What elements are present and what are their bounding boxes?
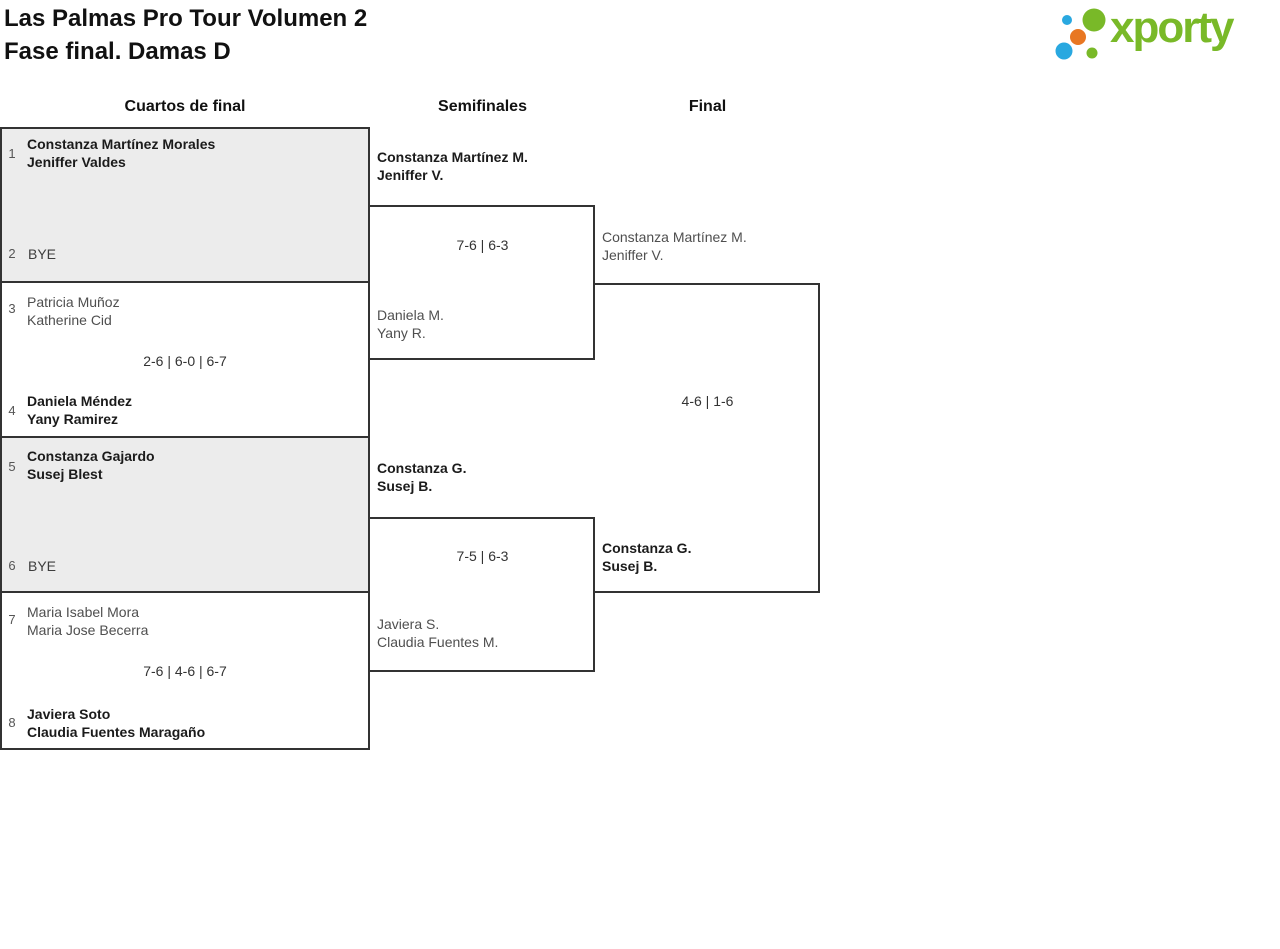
player-name: Constanza Martínez M. <box>377 149 528 165</box>
round-header-quarterfinals: Cuartos de final <box>124 98 246 115</box>
player-name: Constanza Martínez Morales <box>27 136 216 152</box>
player-name: Constanza Gajardo <box>27 448 155 464</box>
logo-dot-orange <box>1070 29 1086 45</box>
match-box-final <box>593 283 820 593</box>
player-name: Javiera Soto <box>27 706 111 722</box>
match-box-qf1 <box>0 127 370 283</box>
player-name: Patricia Muñoz <box>27 294 120 310</box>
player-name: Constanza G. <box>602 540 692 556</box>
round-header-final: Final <box>688 98 727 115</box>
player-name: Maria Jose Becerra <box>27 622 149 638</box>
player-name: Jeniffer Valdes <box>27 154 126 170</box>
player-name: Constanza Martínez M. <box>602 229 747 245</box>
team-name: Javiera Soto Claudia Fuentes Maragaño <box>27 705 205 741</box>
player-name: Claudia Fuentes M. <box>377 634 499 650</box>
bye-label: BYE <box>28 558 57 574</box>
match-score: 7-5 | 6-3 <box>456 548 509 564</box>
bye-label: BYE <box>28 246 57 262</box>
player-name: Claudia Fuentes Maragaño <box>27 724 206 740</box>
logo-wordmark: xporty <box>1110 3 1235 52</box>
player-name: Jeniffer V. <box>602 247 664 263</box>
player-name: Katherine Cid <box>27 312 112 328</box>
player-name: Daniela M. <box>377 307 444 323</box>
logo-dot-blue-small <box>1062 15 1072 25</box>
match-score: 7-6 | 4-6 | 6-7 <box>143 663 227 679</box>
seed-label: 8 <box>8 715 16 730</box>
logo-dot-blue-large <box>1055 42 1073 60</box>
seed-label: 6 <box>8 558 16 573</box>
round-header-semifinals: Semifinales <box>438 98 527 115</box>
player-name: Daniela Méndez <box>27 393 133 409</box>
match-score: 2-6 | 6-0 | 6-7 <box>143 353 227 369</box>
seed-label: 4 <box>8 403 16 418</box>
seed-label: 2 <box>8 246 16 261</box>
logo-dot-green-small <box>1086 47 1098 59</box>
player-name: Susej B. <box>602 558 658 574</box>
seed-label: 1 <box>8 146 16 161</box>
player-name: Susej Blest <box>27 466 103 482</box>
match-score: 7-6 | 6-3 <box>456 237 509 253</box>
seed-label: 5 <box>8 459 16 474</box>
team-name: Constanza G. Susej B. <box>602 539 691 575</box>
player-name: Javiera S. <box>377 616 440 632</box>
page-title-line1: Las Palmas Pro Tour Volumen 2 <box>4 5 368 32</box>
team-name: Javiera S. Claudia Fuentes M. <box>377 615 498 651</box>
seed-label: 3 <box>8 301 16 316</box>
team-name: Daniela Méndez Yany Ramirez <box>27 392 132 428</box>
team-name: Constanza Martínez Morales Jeniffer Vald… <box>27 135 215 171</box>
team-name: Maria Isabel Mora Maria Jose Becerra <box>27 603 148 639</box>
xporty-logo: xporty <box>1055 3 1237 60</box>
player-name: Jeniffer V. <box>377 167 444 183</box>
team-name: Constanza Gajardo Susej Blest <box>27 447 155 483</box>
match-box-sf2 <box>368 517 595 672</box>
team-name: Constanza Martínez M. Jeniffer V. <box>377 148 528 184</box>
player-name: Yany R. <box>377 325 426 341</box>
player-name: Yany Ramirez <box>27 411 119 427</box>
player-name: Susej B. <box>377 478 433 494</box>
seed-label: 7 <box>8 612 16 627</box>
team-name: Constanza Martínez M. Jeniffer V. <box>602 228 747 264</box>
match-score: 4-6 | 1-6 <box>681 393 734 409</box>
match-box-qf3 <box>0 436 370 593</box>
team-name: Constanza G. Susej B. <box>377 459 466 495</box>
page-title-line2: Fase final. Damas D <box>4 38 231 65</box>
player-name: Constanza G. <box>377 460 467 476</box>
team-name: Patricia Muñoz Katherine Cid <box>27 293 120 329</box>
logo-dot-green-large <box>1082 8 1106 32</box>
match-box-sf1 <box>368 205 595 360</box>
team-name: Daniela M. Yany R. <box>377 306 444 342</box>
player-name: Maria Isabel Mora <box>27 604 140 620</box>
